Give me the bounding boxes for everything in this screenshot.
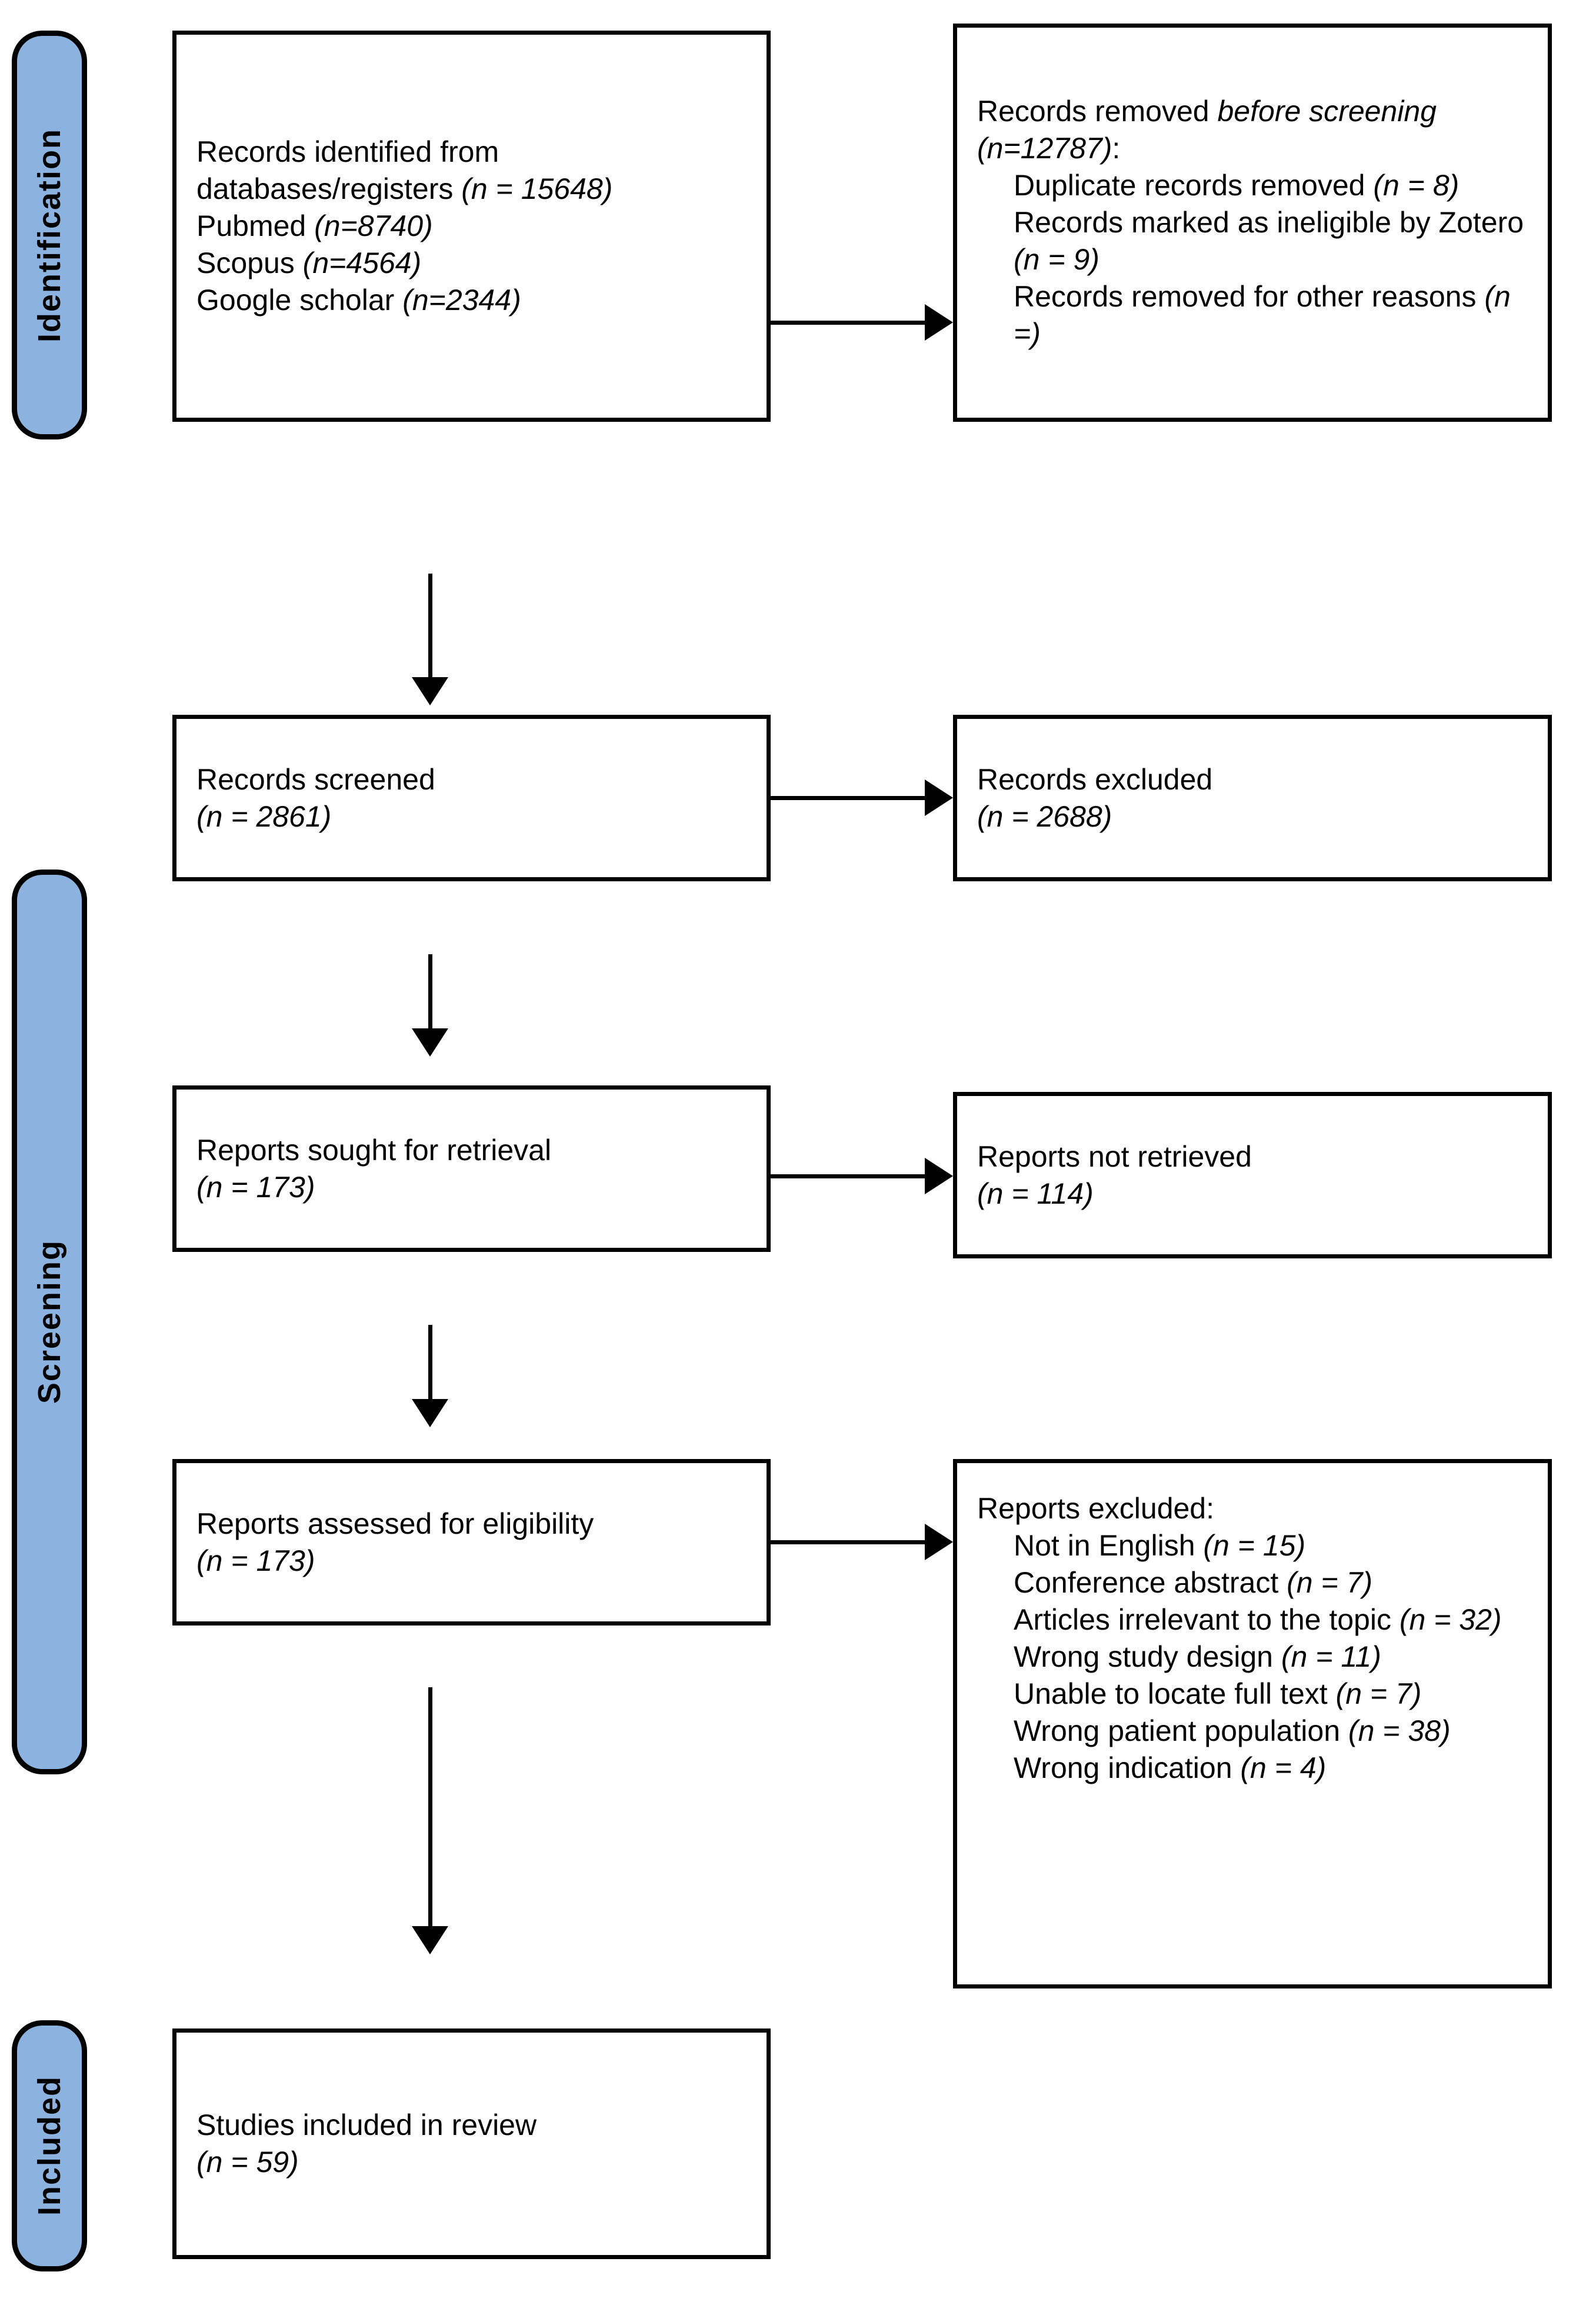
connector-screened-to-sought-arrow bbox=[412, 1028, 448, 1057]
reports-not-retrieved-label: Reports not retrieved bbox=[977, 1140, 1252, 1173]
records-removed-heading: Records removed before screening (n=1278… bbox=[977, 95, 1445, 165]
box-reports-excluded: Reports excluded: Not in English (n = 15… bbox=[953, 1459, 1552, 1988]
box-records-screened: Records screened (n = 2861) bbox=[172, 715, 771, 881]
reports-excluded-item-wrong-study-design: Wrong study design (n = 11) bbox=[1014, 1640, 1381, 1673]
connector-screened-to-sought-line bbox=[428, 954, 432, 1031]
connector-sought-to-notretrieved-arrow bbox=[925, 1158, 953, 1194]
connector-identified-to-removed-arrow bbox=[925, 304, 953, 341]
connector-identified-to-removed-line bbox=[771, 321, 925, 325]
connector-identified-to-screened-arrow bbox=[412, 677, 448, 705]
reports-excluded-item-irrelevant: Articles irrelevant to the topic (n = 32… bbox=[1014, 1603, 1502, 1636]
reports-assessed-count: (n = 173) bbox=[196, 1544, 315, 1577]
reports-sought-count: (n = 173) bbox=[196, 1170, 315, 1204]
studies-included-label: Studies included in review bbox=[196, 2109, 537, 2141]
box-reports-assessed: Reports assessed for eligibility (n = 17… bbox=[172, 1459, 771, 1626]
box-studies-included: Studies included in review (n = 59) bbox=[172, 2028, 771, 2259]
reports-excluded-item-not-english: Not in English (n = 15) bbox=[1014, 1529, 1306, 1562]
reports-excluded-item-conference-abstract: Conference abstract (n = 7) bbox=[1014, 1566, 1373, 1599]
reports-not-retrieved-count: (n = 114) bbox=[977, 1177, 1094, 1210]
records-removed-item-ineligible: Records marked as ineligible by Zotero (… bbox=[1014, 206, 1532, 276]
connector-screened-to-excluded-line bbox=[771, 796, 925, 800]
phase-label-identification: Identification bbox=[32, 128, 67, 342]
box-records-excluded: Records excluded (n = 2688) bbox=[953, 715, 1552, 881]
connector-sought-to-assessed-arrow bbox=[412, 1399, 448, 1427]
reports-excluded-item-wrong-indication: Wrong indication (n = 4) bbox=[1014, 1751, 1327, 1784]
reports-excluded-heading: Reports excluded: bbox=[977, 1492, 1215, 1525]
box-records-removed: Records removed before screening (n=1278… bbox=[953, 24, 1552, 422]
records-excluded-label: Records excluded bbox=[977, 762, 1213, 796]
phase-bar-included: Included bbox=[12, 2020, 87, 2271]
phase-bar-screening: Screening bbox=[12, 870, 87, 1774]
reports-assessed-label: Reports assessed for eligibility bbox=[196, 1507, 594, 1540]
studies-included-count: (n = 59) bbox=[196, 2146, 299, 2179]
records-removed-item-other: Records removed for other reasons (n =) bbox=[1014, 280, 1519, 350]
connector-assessed-to-excluded-line bbox=[771, 1540, 925, 1544]
phase-label-screening: Screening bbox=[32, 1240, 67, 1404]
reports-excluded-item-no-full-text: Unable to locate full text (n = 7) bbox=[1014, 1677, 1422, 1710]
box-reports-not-retrieved: Reports not retrieved (n = 114) bbox=[953, 1092, 1552, 1258]
records-removed-item-duplicates: Duplicate records removed (n = 8) bbox=[1014, 169, 1460, 202]
connector-identified-to-screened-line bbox=[428, 574, 432, 679]
phase-bar-identification: Identification bbox=[12, 31, 87, 439]
connector-assessed-to-included-line bbox=[428, 1687, 432, 1928]
phase-label-included: Included bbox=[32, 2076, 67, 2216]
connector-sought-to-notretrieved-line bbox=[771, 1174, 925, 1178]
connector-assessed-to-excluded-arrow bbox=[925, 1524, 953, 1560]
connector-sought-to-assessed-line bbox=[428, 1325, 432, 1401]
reports-sought-label: Reports sought for retrieval bbox=[196, 1133, 552, 1167]
connector-assessed-to-included-arrow bbox=[412, 1926, 448, 1954]
box-reports-sought: Reports sought for retrieval (n = 173) bbox=[172, 1085, 771, 1252]
records-excluded-count: (n = 2688) bbox=[977, 800, 1112, 833]
reports-excluded-item-wrong-population: Wrong patient population (n = 38) bbox=[1014, 1714, 1451, 1747]
records-screened-label: Records screened bbox=[196, 762, 435, 796]
connector-screened-to-excluded-arrow bbox=[925, 780, 953, 816]
records-screened-count: (n = 2861) bbox=[196, 800, 332, 833]
